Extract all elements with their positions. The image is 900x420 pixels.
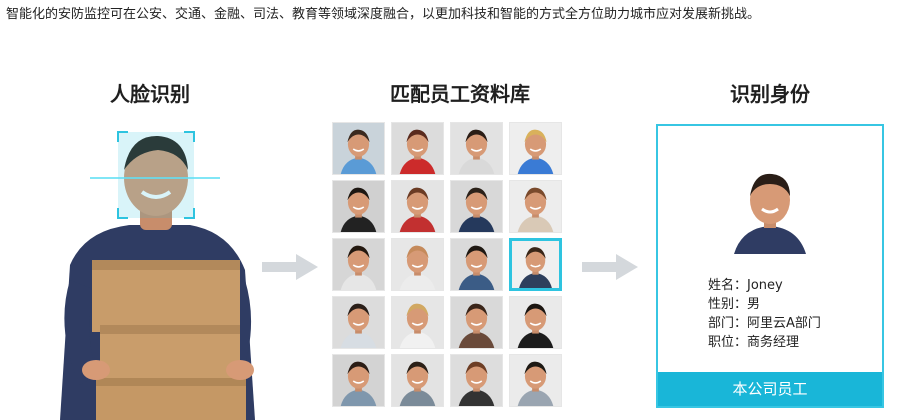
person-with-boxes-image [40,120,270,420]
employee-photo [391,354,444,407]
employee-photo [509,180,562,233]
employee-photo [509,122,562,175]
identity-name: 姓名：Joney [708,278,783,293]
employee-photo [391,122,444,175]
employee-photo [332,354,385,407]
employee-photo [509,296,562,349]
employee-photo [450,296,503,349]
step-title-face-recognition: 人脸识别 [110,82,190,106]
employee-photo [509,354,562,407]
employee-photo [450,122,503,175]
employee-photo [391,296,444,349]
identity-department: 部门：阿里云A部门 [708,316,821,331]
intro-paragraph: 智能化的安防监控可在公安、交通、金融、司法、教育等领域深度融合，以更加科技和智能… [6,7,761,22]
identity-position: 职位：商务经理 [708,335,800,350]
arrow-right-icon [582,250,638,284]
matched-employee-photo [509,238,562,291]
identity-card: 姓名：Joney 性别：男 部门：阿里云A部门 职位：商务经理 本公司员工 [656,124,884,408]
employee-photo [450,354,503,407]
employee-photo [332,296,385,349]
employee-photo [332,180,385,233]
face-scan-frame [117,131,195,219]
employee-photo [391,180,444,233]
identity-gender: 性别：男 [708,297,761,312]
step-title-identify: 识别身份 [730,82,810,106]
arrow-right-icon [262,250,318,284]
employee-photo [391,238,444,291]
employee-photo [450,180,503,233]
employee-photo-grid [332,122,562,412]
employee-photo [332,122,385,175]
employee-photo [450,238,503,291]
step-title-match-database: 匹配员工资料库 [390,82,530,106]
identified-person-photo [724,162,816,254]
identity-info: 姓名：Joney 性别：男 部门：阿里云A部门 职位：商务经理 [708,276,821,352]
employee-status-banner: 本公司员工 [658,372,882,406]
employee-photo [332,238,385,291]
